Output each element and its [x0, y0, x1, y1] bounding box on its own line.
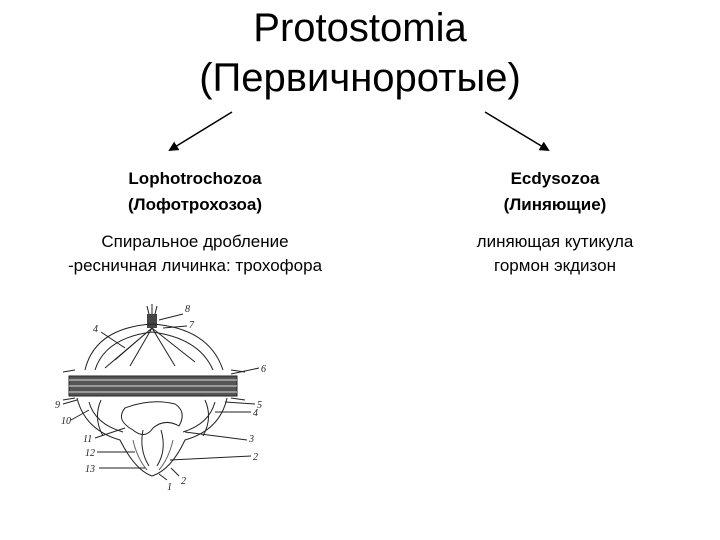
ecdysozoa-name: Ecdysozoa [510, 169, 600, 188]
lophotrochozoa-desc-2: -ресничная личинка: трохофора [67, 256, 323, 275]
ecdysozoa-desc-2: гормон экдизон [494, 256, 616, 275]
ecdysozoa-group: Ecdysozoa (Линяющие) линяющая кутикула г… [430, 166, 680, 278]
figure-label-5: 5 [257, 400, 262, 411]
ecdysozoa-desc-1: линяющая кутикула [476, 232, 634, 251]
title-line-1: Protostomia [253, 6, 467, 50]
figure-label-8: 8 [185, 304, 190, 315]
arrow-left [168, 111, 233, 152]
figure-label-9: 9 [55, 400, 60, 411]
figure-label-2: 2 [253, 452, 258, 463]
figure-label-12: 12 [85, 448, 95, 459]
title-line-2: (Первичноротые) [199, 56, 521, 100]
figure-label-10: 10 [61, 416, 71, 427]
trochophore-larva-drawing: 8 7 4 6 5 4 3 2 9 10 11 12 13 1 2 [55, 304, 266, 493]
figure-label-1: 1 [167, 482, 172, 493]
figure-label-13: 13 [85, 464, 95, 475]
figure-label-7: 7 [189, 320, 195, 331]
lophotrochozoa-name-ru: (Лофотрохозоа) [128, 195, 262, 214]
arrow-right [484, 111, 550, 152]
figure-label-4: 4 [253, 408, 258, 419]
figure-label-3: 3 [248, 434, 254, 445]
lophotrochozoa-name: Lophotrochozoa [128, 169, 262, 188]
figure-label-4-top: 4 [93, 324, 98, 335]
figure-label-6: 6 [261, 364, 266, 375]
lophotrochozoa-group: Lophotrochozoa (Лофотрохозоа) Спиральное… [40, 166, 350, 278]
figure-label-11: 11 [83, 434, 92, 445]
lophotrochozoa-desc-1: Спиральное дробление [101, 232, 289, 251]
ecdysozoa-name-ru: (Линяющие) [503, 195, 607, 214]
figure-label-2b: 2 [181, 476, 186, 487]
